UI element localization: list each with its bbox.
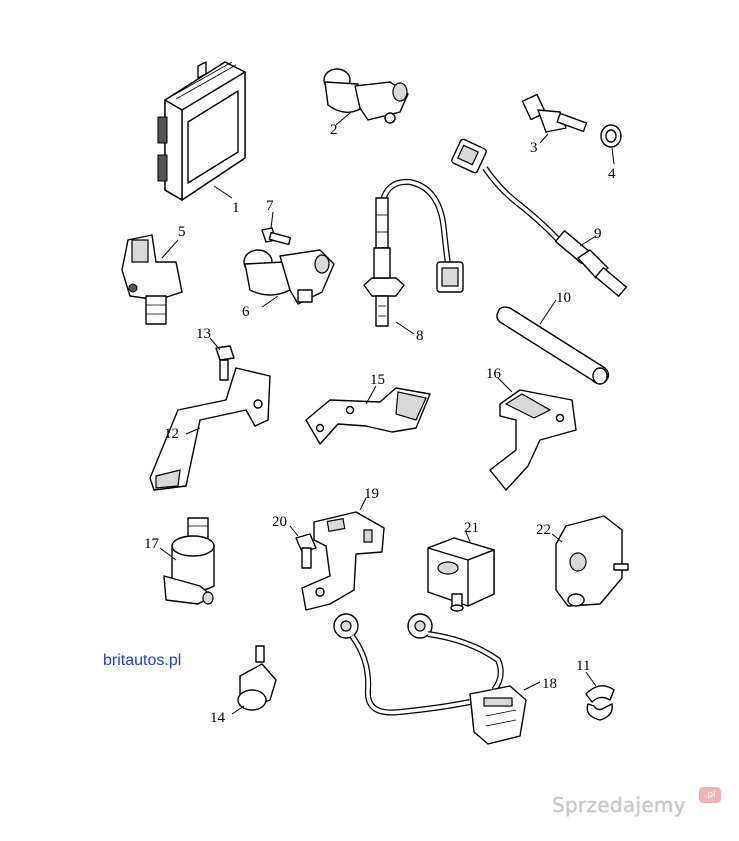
harness-icon xyxy=(333,613,541,745)
callout-18: 18 xyxy=(542,676,557,692)
idle-valve-icon xyxy=(159,517,215,605)
callout-21: 21 xyxy=(464,520,479,536)
callout-labels: 1 2 3 4 5 6 7 8 9 10 11 12 13 14 15 16 1… xyxy=(144,122,616,726)
callout-7: 7 xyxy=(266,198,274,214)
sealing-washer-icon xyxy=(600,124,622,165)
camshaft-sensor-icon xyxy=(121,234,183,325)
clip-icon xyxy=(585,671,615,721)
callout-1: 1 xyxy=(232,200,240,216)
callout-8: 8 xyxy=(416,328,424,344)
oxygen-sensor-upstream-icon xyxy=(363,178,464,335)
switch-sensor-icon xyxy=(551,515,629,607)
callout-19: 19 xyxy=(364,486,379,502)
callout-4: 4 xyxy=(608,166,616,182)
callout-14: 14 xyxy=(210,710,226,726)
callout-12: 12 xyxy=(164,426,179,442)
hose-icon xyxy=(496,299,610,385)
callout-15: 15 xyxy=(370,372,385,388)
oxygen-sensor-downstream-icon xyxy=(451,138,628,297)
bracket-icon xyxy=(301,497,385,611)
callout-13: 13 xyxy=(196,326,211,342)
bolt-icon xyxy=(261,211,292,246)
callout-17: 17 xyxy=(144,536,160,552)
callout-5: 5 xyxy=(178,224,186,240)
bolt-icon xyxy=(289,525,317,569)
ecu-module-icon xyxy=(157,61,246,201)
temperature-sensor-icon xyxy=(521,93,588,144)
speed-sensor-icon xyxy=(243,249,335,308)
callout-11: 11 xyxy=(576,658,590,674)
pressure-sensor-icon xyxy=(427,531,495,612)
crankshaft-sensor-icon xyxy=(323,68,409,126)
watermark-badge: .pl xyxy=(699,787,721,803)
callout-22: 22 xyxy=(536,522,551,538)
callout-9: 9 xyxy=(594,226,602,242)
callout-3: 3 xyxy=(530,140,538,156)
bracket-icon xyxy=(489,377,577,491)
callout-6: 6 xyxy=(242,304,250,320)
bracket-icon xyxy=(149,367,271,491)
callout-20: 20 xyxy=(272,514,287,530)
watermark: Sprzedajemy xyxy=(552,793,686,817)
callout-10: 10 xyxy=(556,290,571,306)
site-link[interactable]: britautos.pl xyxy=(103,652,182,669)
bolt-icon xyxy=(209,337,235,381)
callout-16: 16 xyxy=(486,366,502,382)
callout-2: 2 xyxy=(330,122,338,138)
bracket-icon xyxy=(305,385,431,445)
knock-sensor-icon xyxy=(231,645,277,715)
